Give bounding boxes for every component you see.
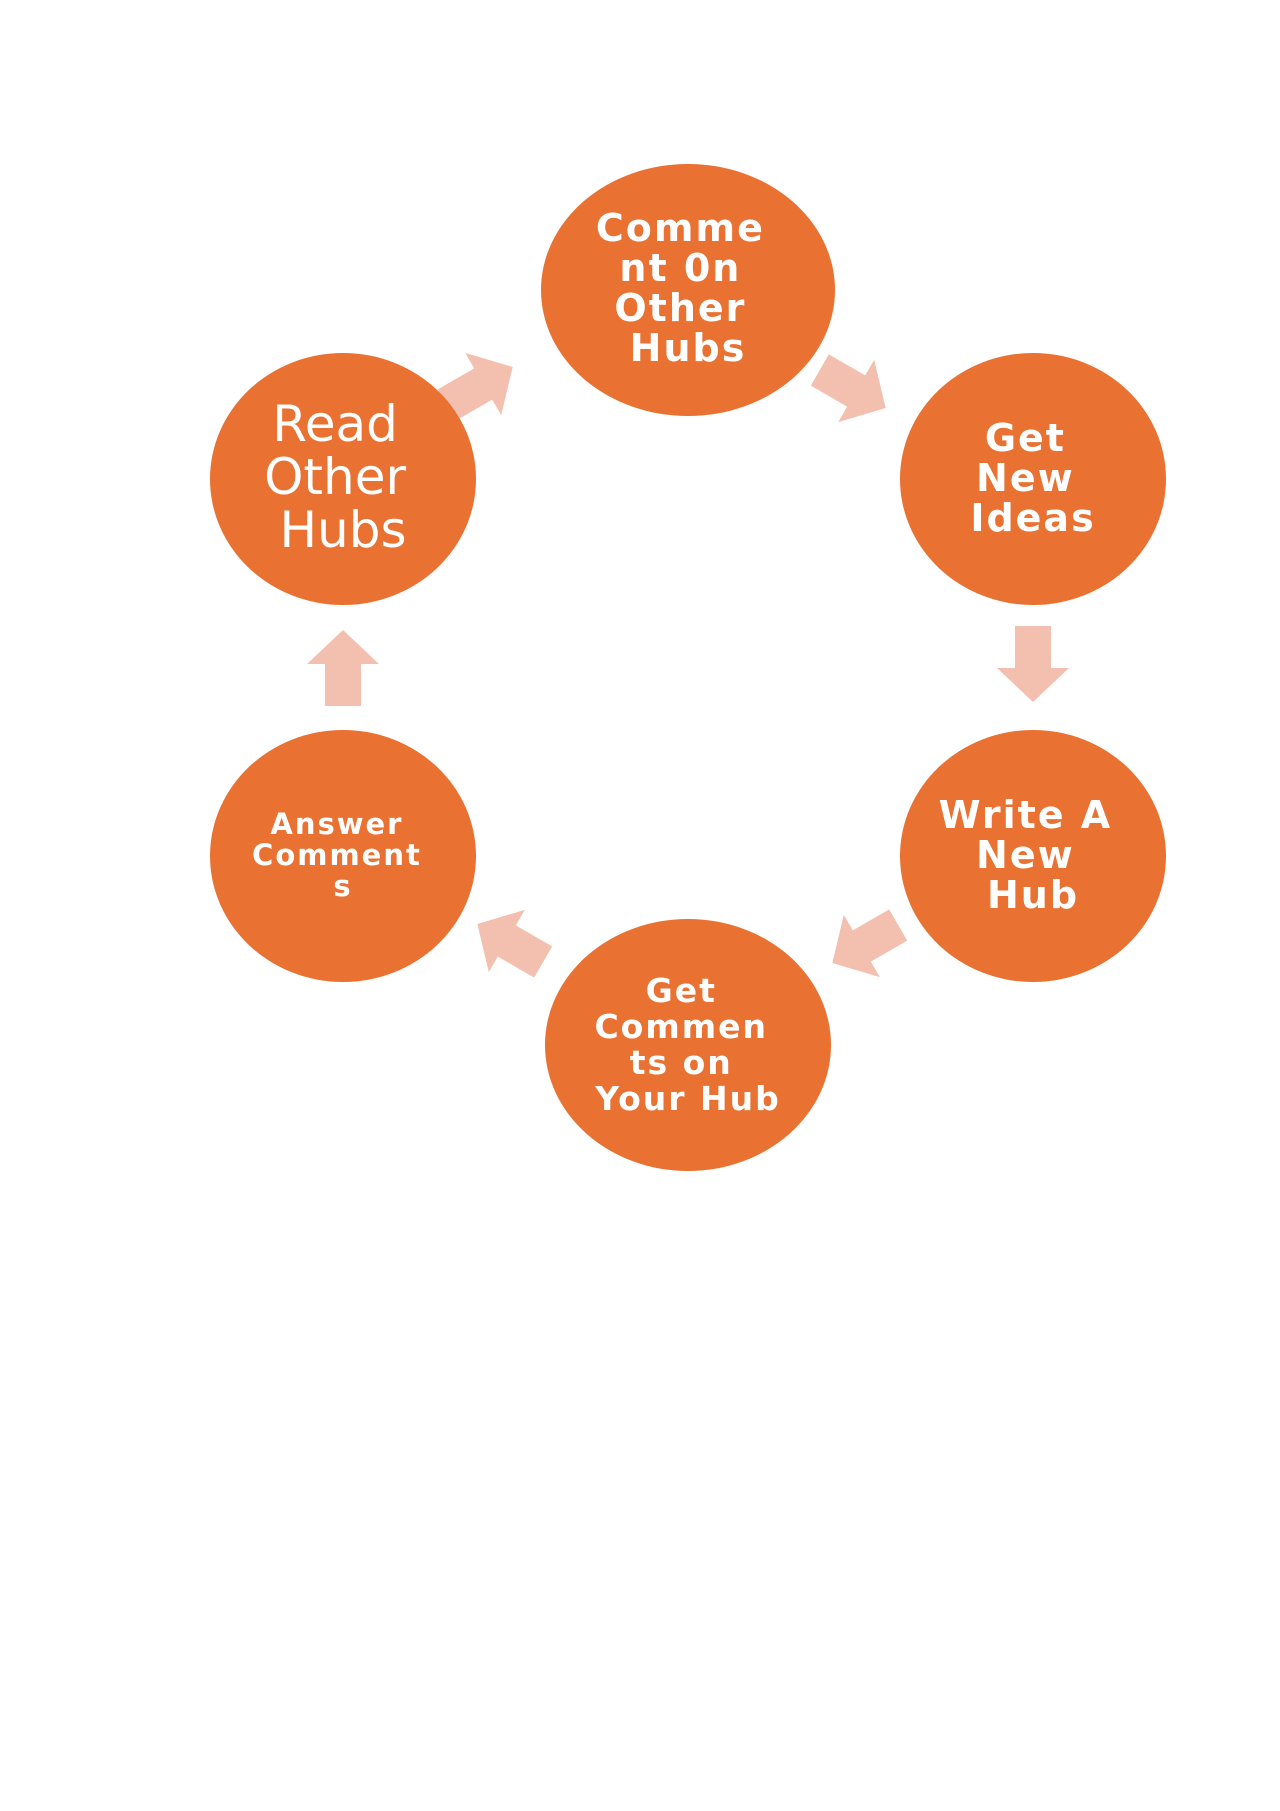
- node-comment-on-other-hubs: Comme nt 0n Other Hubs: [541, 164, 835, 416]
- node-label-write-a-new-hub: Write A New Hub: [939, 793, 1128, 917]
- node-write-a-new-hub: Write A New Hub: [900, 730, 1166, 982]
- arrow-comment-to-ideas: [810, 354, 886, 423]
- node-label-answer-comments: Answer Comment s: [252, 807, 434, 903]
- arrow-read-to-comment: [437, 352, 513, 421]
- node-label-get-new-ideas: Get New Ideas: [970, 416, 1095, 540]
- node-read-other-hubs: Read Other Hubs: [210, 353, 476, 605]
- node-label-read-other-hubs: Read Other Hubs: [264, 395, 422, 559]
- node-label-comment-on-other-hubs: Comme nt 0n Other Hubs: [596, 206, 780, 370]
- arrow-answer-to-read: [307, 630, 379, 706]
- node-get-new-ideas: Get New Ideas: [900, 353, 1166, 605]
- node-answer-comments: Answer Comment s: [210, 730, 476, 982]
- node-label-get-comments-on-your-hub: Get Commen ts on Your Hub: [594, 971, 781, 1118]
- node-get-comments-on-your-hub: Get Commen ts on Your Hub: [545, 919, 831, 1171]
- arrow-getcomments-to-answer: [477, 909, 553, 978]
- arrow-ideas-to-write: [997, 626, 1069, 702]
- arrow-write-to-getcomments: [832, 909, 908, 978]
